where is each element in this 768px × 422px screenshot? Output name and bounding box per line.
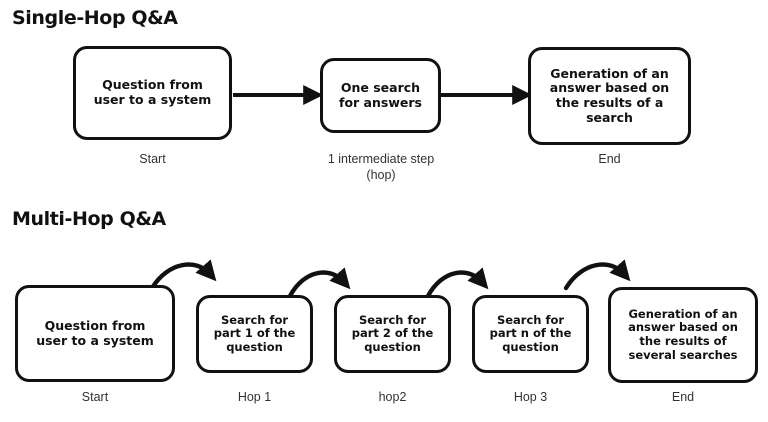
section-title-single-hop: Single-Hop Q&A xyxy=(12,7,178,29)
node-multi-hop1-label: Search for part 1 of the question xyxy=(213,312,296,354)
caption-single-search: 1 intermediate step (hop) xyxy=(327,152,435,182)
node-multi-hop2-label: Search for part 2 of the question xyxy=(351,312,434,354)
node-single-end-label: Generation of an answer based on the res… xyxy=(549,65,670,125)
caption-multi-start: Start xyxy=(81,390,109,404)
arrow-multi-4-to-5 xyxy=(563,259,631,291)
arrow-multi-2-to-3 xyxy=(287,267,351,299)
section-title-multi-hop: Multi-Hop Q&A xyxy=(12,208,166,230)
node-single-start: Question from user to a system xyxy=(73,46,232,140)
node-multi-start-label: Question from user to a system xyxy=(36,317,154,348)
caption-multi-hop2: hop2 xyxy=(378,390,407,404)
node-single-end: Generation of an answer based on the res… xyxy=(528,47,691,145)
node-multi-hop3-label: Search for part n of the question xyxy=(489,312,572,354)
node-multi-hop3: Search for part n of the question xyxy=(472,295,589,373)
node-single-start-label: Question from user to a system xyxy=(93,77,212,107)
node-multi-hop2: Search for part 2 of the question xyxy=(334,295,451,373)
caption-multi-hop1: Hop 1 xyxy=(237,390,272,404)
node-multi-end-label: Generation of an answer based on the res… xyxy=(628,306,738,362)
caption-single-start: Start xyxy=(139,152,166,166)
node-multi-start: Question from user to a system xyxy=(15,285,175,382)
node-single-search: One search for answers xyxy=(320,58,441,133)
caption-multi-end: End xyxy=(671,390,695,404)
node-multi-hop1: Search for part 1 of the question xyxy=(196,295,313,373)
node-single-search-label: One search for answers xyxy=(339,79,422,110)
arrow-multi-3-to-4 xyxy=(425,267,489,299)
caption-single-end: End xyxy=(598,152,621,166)
caption-multi-hop3: Hop 3 xyxy=(513,390,548,404)
node-multi-end: Generation of an answer based on the res… xyxy=(608,287,758,383)
